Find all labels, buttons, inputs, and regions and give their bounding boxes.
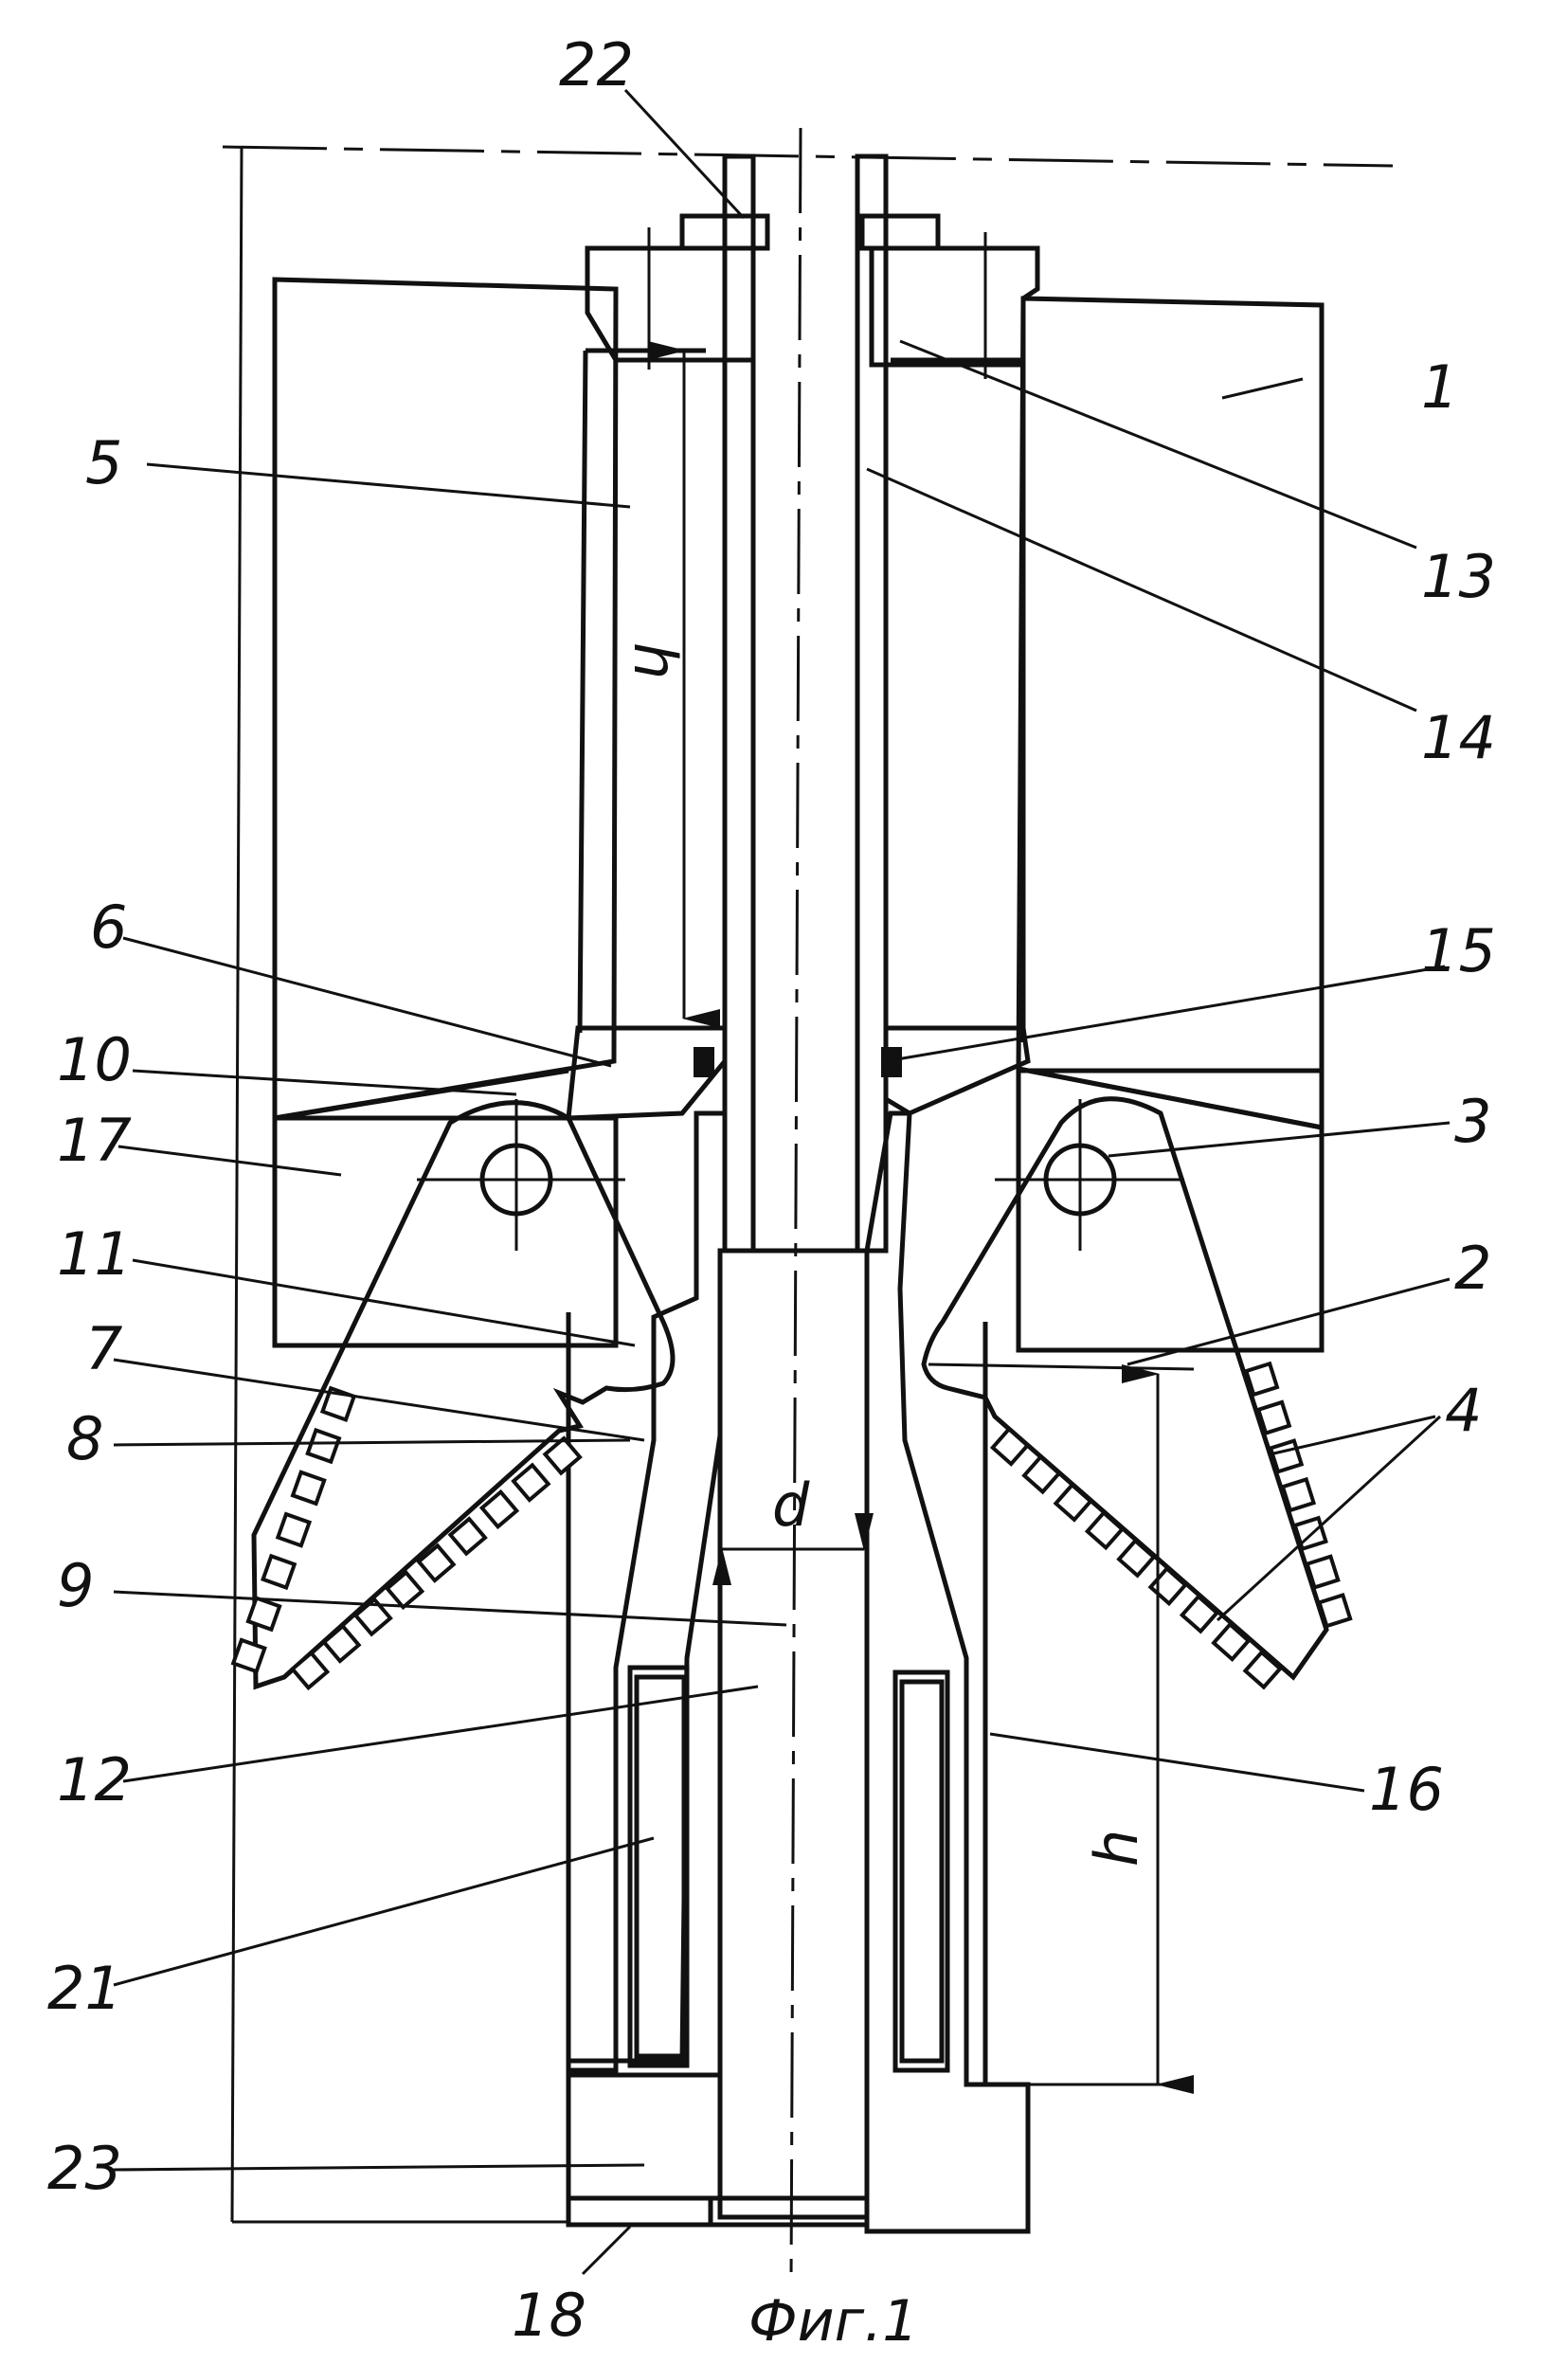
seal-left: [694, 1047, 714, 1077]
wedge-body: [568, 1113, 1028, 2231]
label-1: 1: [1421, 352, 1458, 422]
cutter-tooth: [545, 1438, 580, 1473]
cutter-tooth: [1320, 1596, 1351, 1627]
outer-frame: [223, 147, 1393, 2222]
cutter-tooth: [1055, 1485, 1090, 1520]
label-9: 9: [57, 1551, 94, 1620]
label-18: 18: [512, 2281, 586, 2350]
label-5: 5: [85, 428, 122, 497]
chamber: [580, 351, 1023, 1042]
cutter-tooth: [1150, 1569, 1185, 1604]
reference-labels: 22 1 5 13 14 6 15 10 3 17 11 2 7 4 8 9 1…: [47, 30, 1496, 2355]
seal-right: [881, 1047, 902, 1077]
cutter-tooth: [308, 1430, 339, 1461]
label-15: 15: [1421, 916, 1496, 985]
figure-caption: Фиг.1: [748, 2288, 918, 2355]
piston: [568, 1028, 1028, 1118]
cutter-tooth: [263, 1556, 295, 1587]
leader-lines: [114, 90, 1450, 2274]
label-3: 3: [1454, 1087, 1491, 1156]
label-6: 6: [90, 893, 127, 962]
label-16: 16: [1369, 1755, 1444, 1824]
center-rod: [725, 156, 886, 1251]
cutter-tooth: [1271, 1441, 1302, 1472]
label-23: 23: [47, 2134, 122, 2203]
jaw-left: [254, 1099, 673, 1687]
cutter-tooth: [514, 1465, 549, 1500]
cutter-tooth: [1182, 1597, 1217, 1632]
cutter-tooth: [1283, 1479, 1314, 1510]
label-11: 11: [57, 1219, 132, 1289]
cutter-tooth: [1119, 1541, 1154, 1576]
label-2: 2: [1454, 1234, 1491, 1303]
dim-d-label: d: [772, 1471, 810, 1540]
cutter-tooth: [293, 1653, 328, 1688]
cutter-tooth: [993, 1429, 1028, 1464]
label-8: 8: [66, 1404, 103, 1473]
cutter-tooth: [278, 1514, 309, 1545]
cutter-tooth: [1214, 1624, 1249, 1659]
center-axis: [791, 128, 801, 2283]
dimension-h-top: h: [621, 351, 690, 1019]
cutter-tooth: [1307, 1557, 1339, 1588]
cutter-tooth: [1088, 1513, 1123, 1548]
label-10: 10: [57, 1025, 132, 1094]
dim-h-top-label: h: [621, 642, 690, 679]
label-22: 22: [559, 30, 634, 99]
label-21: 21: [47, 1954, 122, 2023]
dimension-d: d: [722, 1471, 864, 1549]
label-13: 13: [1421, 542, 1496, 611]
dim-h-bottom-label: h: [1082, 1830, 1151, 1867]
cutter-tooth: [1246, 1363, 1277, 1395]
label-17: 17: [57, 1106, 132, 1175]
top-flange: [587, 216, 1037, 379]
cutter-tooth: [1024, 1457, 1059, 1492]
cutter-tooth: [248, 1598, 279, 1630]
cutter-tooth: [324, 1626, 359, 1661]
label-7: 7: [85, 1314, 122, 1383]
label-4: 4: [1445, 1376, 1482, 1445]
label-14: 14: [1421, 703, 1496, 772]
cutter-tooth: [1258, 1402, 1289, 1434]
cutter-tooth: [1245, 1652, 1280, 1687]
cutter-tooth: [233, 1640, 264, 1671]
cutter-tooth: [293, 1472, 324, 1504]
label-12: 12: [57, 1745, 132, 1814]
